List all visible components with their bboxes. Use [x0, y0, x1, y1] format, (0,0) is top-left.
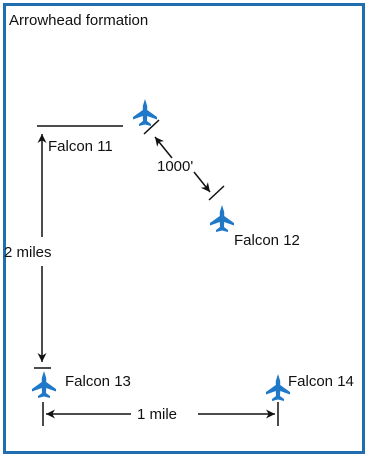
falcon-11-label: Falcon 11 [48, 138, 113, 155]
horizontal-distance-label: 1 mile [137, 406, 177, 423]
falcon-14-label: Falcon 14 [288, 373, 354, 390]
vertical-distance-label: 2 miles [4, 244, 52, 261]
separation-arrow-up [154, 136, 173, 159]
diagram-title: Arrowhead formation [9, 12, 149, 29]
falcon-12-aircraft-icon [210, 205, 234, 232]
separation-tick-start [143, 119, 160, 135]
falcon-13-aircraft-icon [32, 371, 56, 398]
diagram-frame [3, 3, 365, 454]
separation-tick-end [208, 185, 225, 201]
falcon-13-label: Falcon 13 [65, 373, 131, 390]
falcon-12-label: Falcon 12 [234, 232, 300, 249]
separation-arrow-down [193, 171, 211, 193]
falcon-11-aircraft-icon [133, 99, 157, 126]
separation-label: 1000' [157, 158, 193, 175]
falcon-14-aircraft-icon [266, 374, 290, 401]
